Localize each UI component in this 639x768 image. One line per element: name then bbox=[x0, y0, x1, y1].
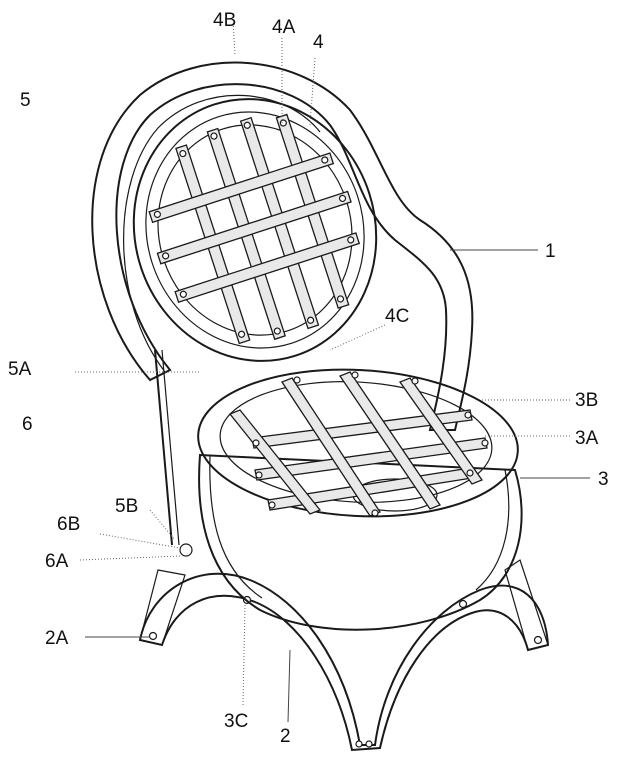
label-2A: 2A bbox=[45, 628, 69, 649]
seat-straps bbox=[228, 371, 489, 517]
leader-lines bbox=[75, 19, 590, 723]
label-2: 2 bbox=[280, 726, 291, 747]
label-4: 4 bbox=[313, 32, 324, 53]
label-3: 3 bbox=[598, 469, 609, 490]
label-4B: 4B bbox=[213, 10, 236, 31]
backrest-disc bbox=[132, 98, 378, 362]
label-6B: 6B bbox=[57, 514, 80, 535]
backrest-straps bbox=[148, 113, 361, 345]
back-support-rod bbox=[154, 349, 193, 557]
label-6A: 6A bbox=[45, 551, 69, 572]
label-5B: 5B bbox=[115, 496, 138, 517]
pivot-pin-icon bbox=[179, 543, 193, 557]
seat-tire bbox=[198, 453, 523, 631]
label-4A: 4A bbox=[272, 17, 296, 38]
label-3C: 3C bbox=[224, 711, 248, 732]
seat-top bbox=[197, 368, 519, 518]
label-5: 5 bbox=[20, 90, 31, 111]
label-3B: 3B bbox=[575, 390, 598, 411]
label-1: 1 bbox=[545, 241, 556, 262]
reference-labels: 4B 4A 4 5 1 4C 5A 3B 6 3A 3 5B 6B 6A 2A … bbox=[8, 10, 609, 747]
backrest-frame bbox=[91, 61, 474, 431]
label-4C: 4C bbox=[385, 306, 409, 327]
label-6: 6 bbox=[22, 414, 33, 435]
label-3A: 3A bbox=[575, 428, 599, 449]
label-5A: 5A bbox=[8, 359, 32, 380]
base-legs bbox=[138, 559, 550, 752]
